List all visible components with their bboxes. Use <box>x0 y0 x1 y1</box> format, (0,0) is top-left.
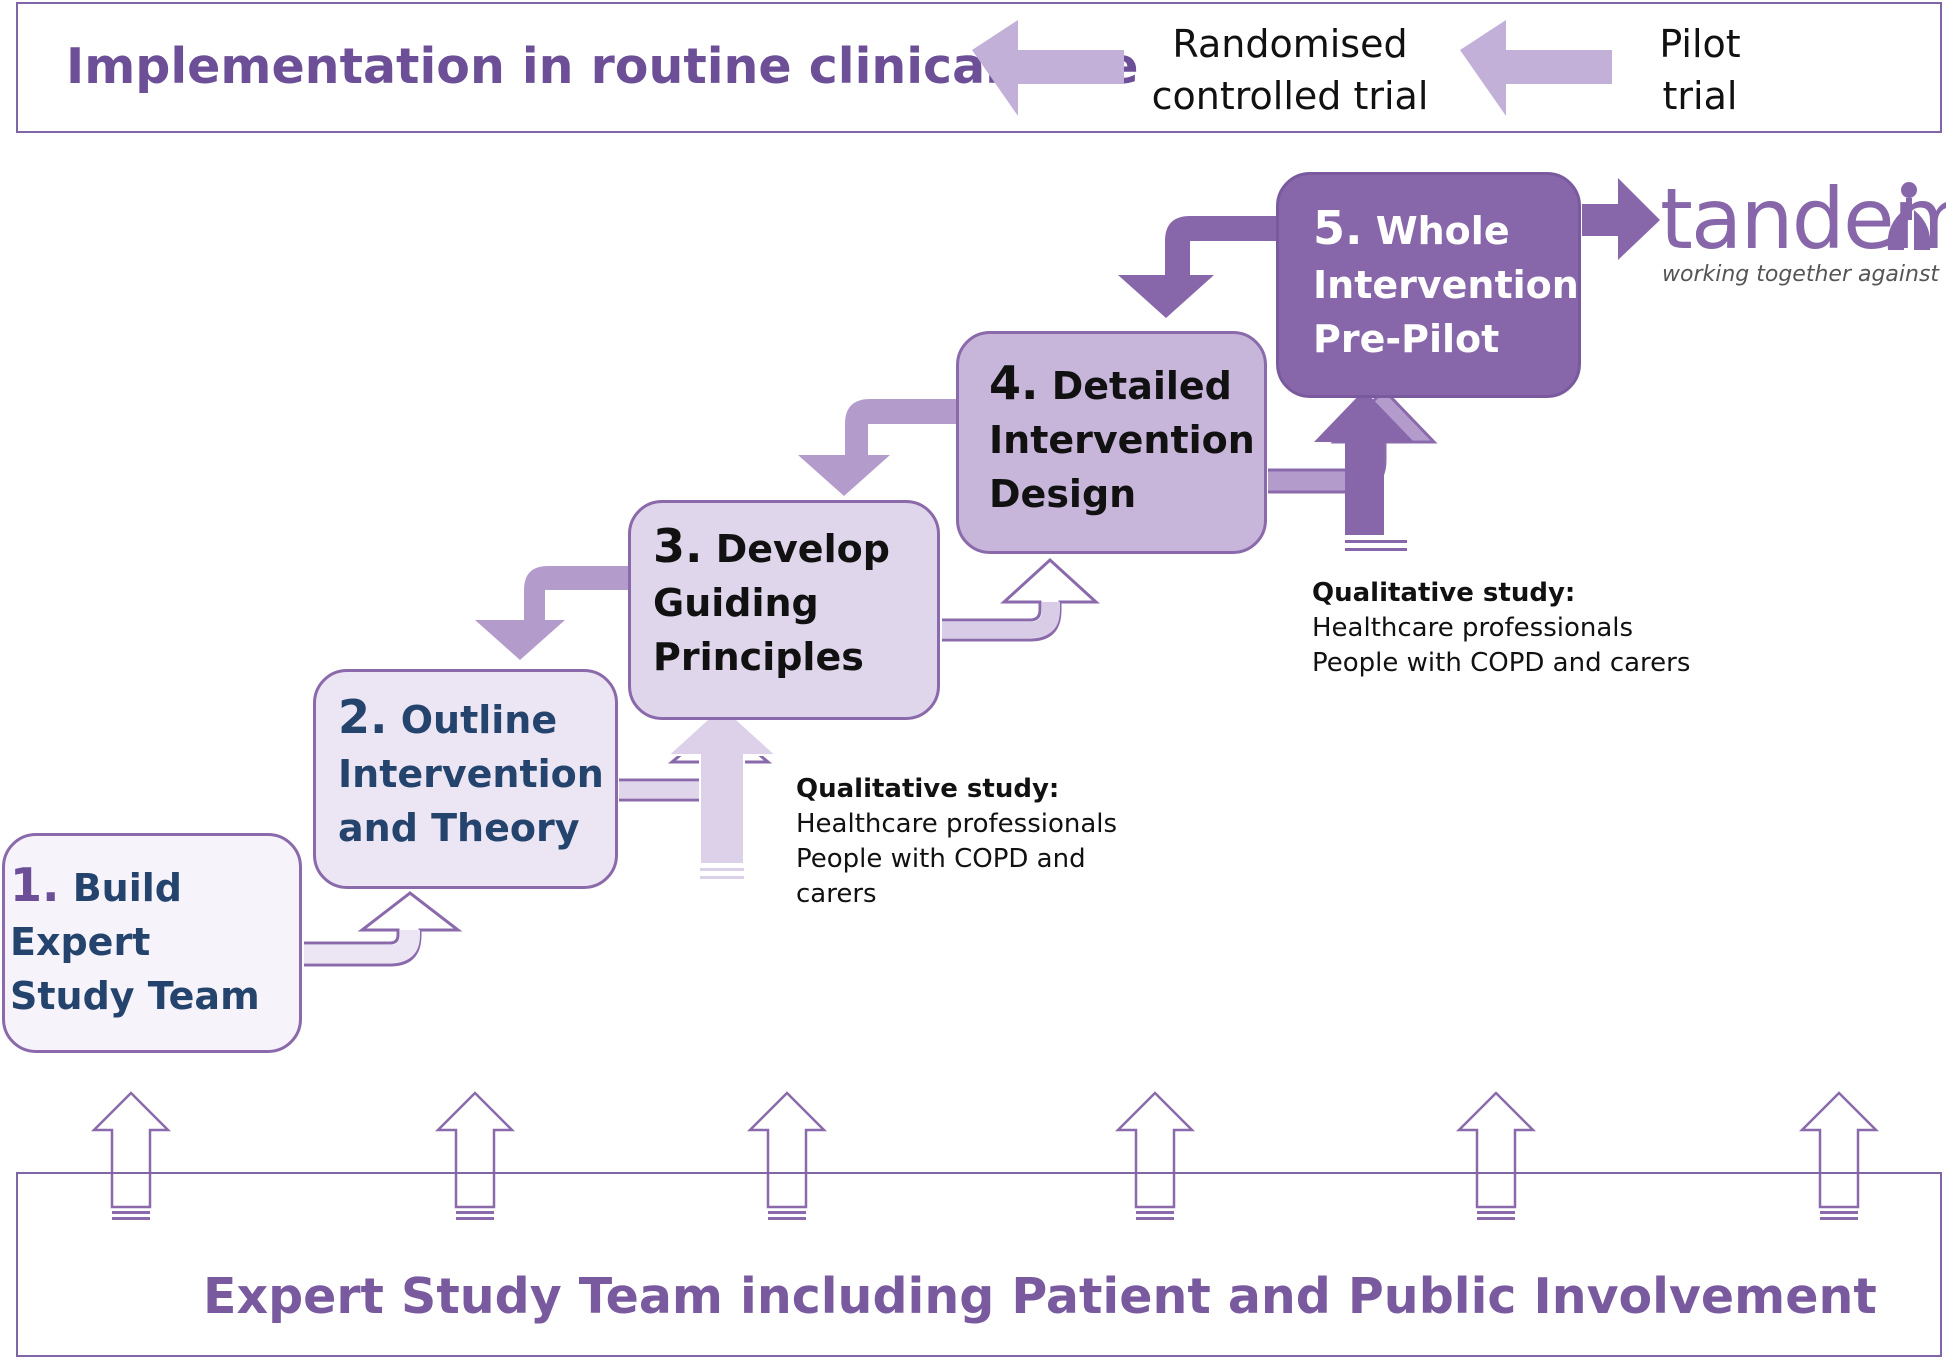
rct-line-1: Randomised <box>1172 22 1408 66</box>
input-arrow-up-icon <box>665 704 779 879</box>
step-2-title-a: Outline <box>400 698 558 742</box>
note-1-line-3: carers <box>796 879 877 909</box>
step-4-title-a: Detailed <box>1051 364 1232 408</box>
step-2-text: 2. Outline Intervention and Theory <box>338 690 604 855</box>
step-2-title-c: and Theory <box>338 806 580 850</box>
ppi-arrow-up-icon <box>90 1091 1880 1209</box>
step-5-text: 5. Whole Intervention Pre-Pilot <box>1313 201 1579 366</box>
step-5-line-1: 5. Whole <box>1313 201 1579 258</box>
step-5-title-a: Whole <box>1375 209 1510 253</box>
feedback-arrow-down-icon <box>798 399 956 496</box>
step-5-box: 5. Whole Intervention Pre-Pilot <box>1276 172 1581 398</box>
ppi-arrow-base-lines <box>112 1211 1858 1220</box>
qualitative-note-1: Qualitative study: Healthcare profession… <box>796 772 1117 912</box>
step-1-text: 1. Build Expert Study Team <box>10 858 299 1023</box>
step-3-number: 3. <box>653 519 703 573</box>
step-1-line-1: 1. Build Expert <box>10 858 299 969</box>
rct-label: Randomised controlled trial <box>1100 18 1480 122</box>
step-5-number: 5. <box>1313 201 1363 255</box>
step-1-number: 1. <box>10 858 60 912</box>
tandem-logo: tandem <box>1660 170 1946 268</box>
feedback-arrow-down-icon <box>475 566 628 660</box>
arrow-left-icon <box>972 20 1124 116</box>
step-5-title-c: Pre-Pilot <box>1313 317 1500 361</box>
step-3-title-c: Principles <box>653 635 864 679</box>
step-4-text: 4. Detailed Intervention Design <box>989 356 1255 521</box>
step-1-title-b: Study Team <box>10 974 260 1018</box>
note-2-line-2: People with COPD and carers <box>1312 648 1691 678</box>
note-1-line-1: Healthcare professionals <box>796 809 1118 839</box>
ppi-banner-text: Expert Study Team including Patient and … <box>203 1268 1877 1325</box>
step-2-number: 2. <box>338 690 388 744</box>
step-1-box: 1. Build Expert Study Team <box>2 833 302 1053</box>
note-2-heading: Qualitative study: <box>1312 578 1576 608</box>
step-1-title-a: Build Expert <box>10 866 182 964</box>
pilot-label: Pilot trial <box>1610 18 1790 122</box>
step-4-title-b: Intervention <box>989 418 1255 462</box>
step-4-number: 4. <box>989 356 1039 410</box>
implementation-title: Implementation in routine clinical care <box>66 38 1139 95</box>
top-banner <box>16 2 1942 133</box>
step-5-title-b: Intervention <box>1313 263 1579 307</box>
elbow-arrow-up-icon <box>942 557 1100 642</box>
step-2-title-b: Intervention <box>338 752 604 796</box>
step-3-line-1: 3. Develop <box>653 519 890 576</box>
qualitative-note-2: Qualitative study: Healthcare profession… <box>1312 576 1690 681</box>
arrow-left-icon <box>1460 20 1612 116</box>
step-3-title-a: Develop <box>715 527 890 571</box>
step-2-line-1: 2. Outline <box>338 690 604 747</box>
step-3-box: 3. Develop Guiding Principles <box>628 500 940 720</box>
rct-line-2: controlled trial <box>1151 74 1429 118</box>
lungs-icon <box>1887 182 1931 250</box>
input-arrow-up-icon <box>1314 390 1414 551</box>
step-2-box: 2. Outline Intervention and Theory <box>313 669 618 889</box>
bottom-banner <box>16 1172 1942 1357</box>
pilot-line-1: Pilot <box>1659 22 1741 66</box>
step-4-line-1: 4. Detailed <box>989 356 1255 413</box>
step-4-box: 4. Detailed Intervention Design <box>956 331 1267 554</box>
tandem-tagline: working together against COPD <box>1662 262 1946 287</box>
feedback-arrow-down-icon <box>1118 216 1276 318</box>
pilot-line-2: trial <box>1662 74 1738 118</box>
step-4-title-c: Design <box>989 472 1137 516</box>
arrow-right-icon <box>1582 178 1660 260</box>
note-1-heading: Qualitative study: <box>796 774 1060 804</box>
step-3-text: 3. Develop Guiding Principles <box>653 519 890 684</box>
note-1-line-2: People with COPD and <box>796 844 1086 874</box>
step-3-title-b: Guiding <box>653 581 819 625</box>
note-2-line-1: Healthcare professionals <box>1312 613 1634 643</box>
elbow-arrow-up-icon <box>304 891 463 967</box>
